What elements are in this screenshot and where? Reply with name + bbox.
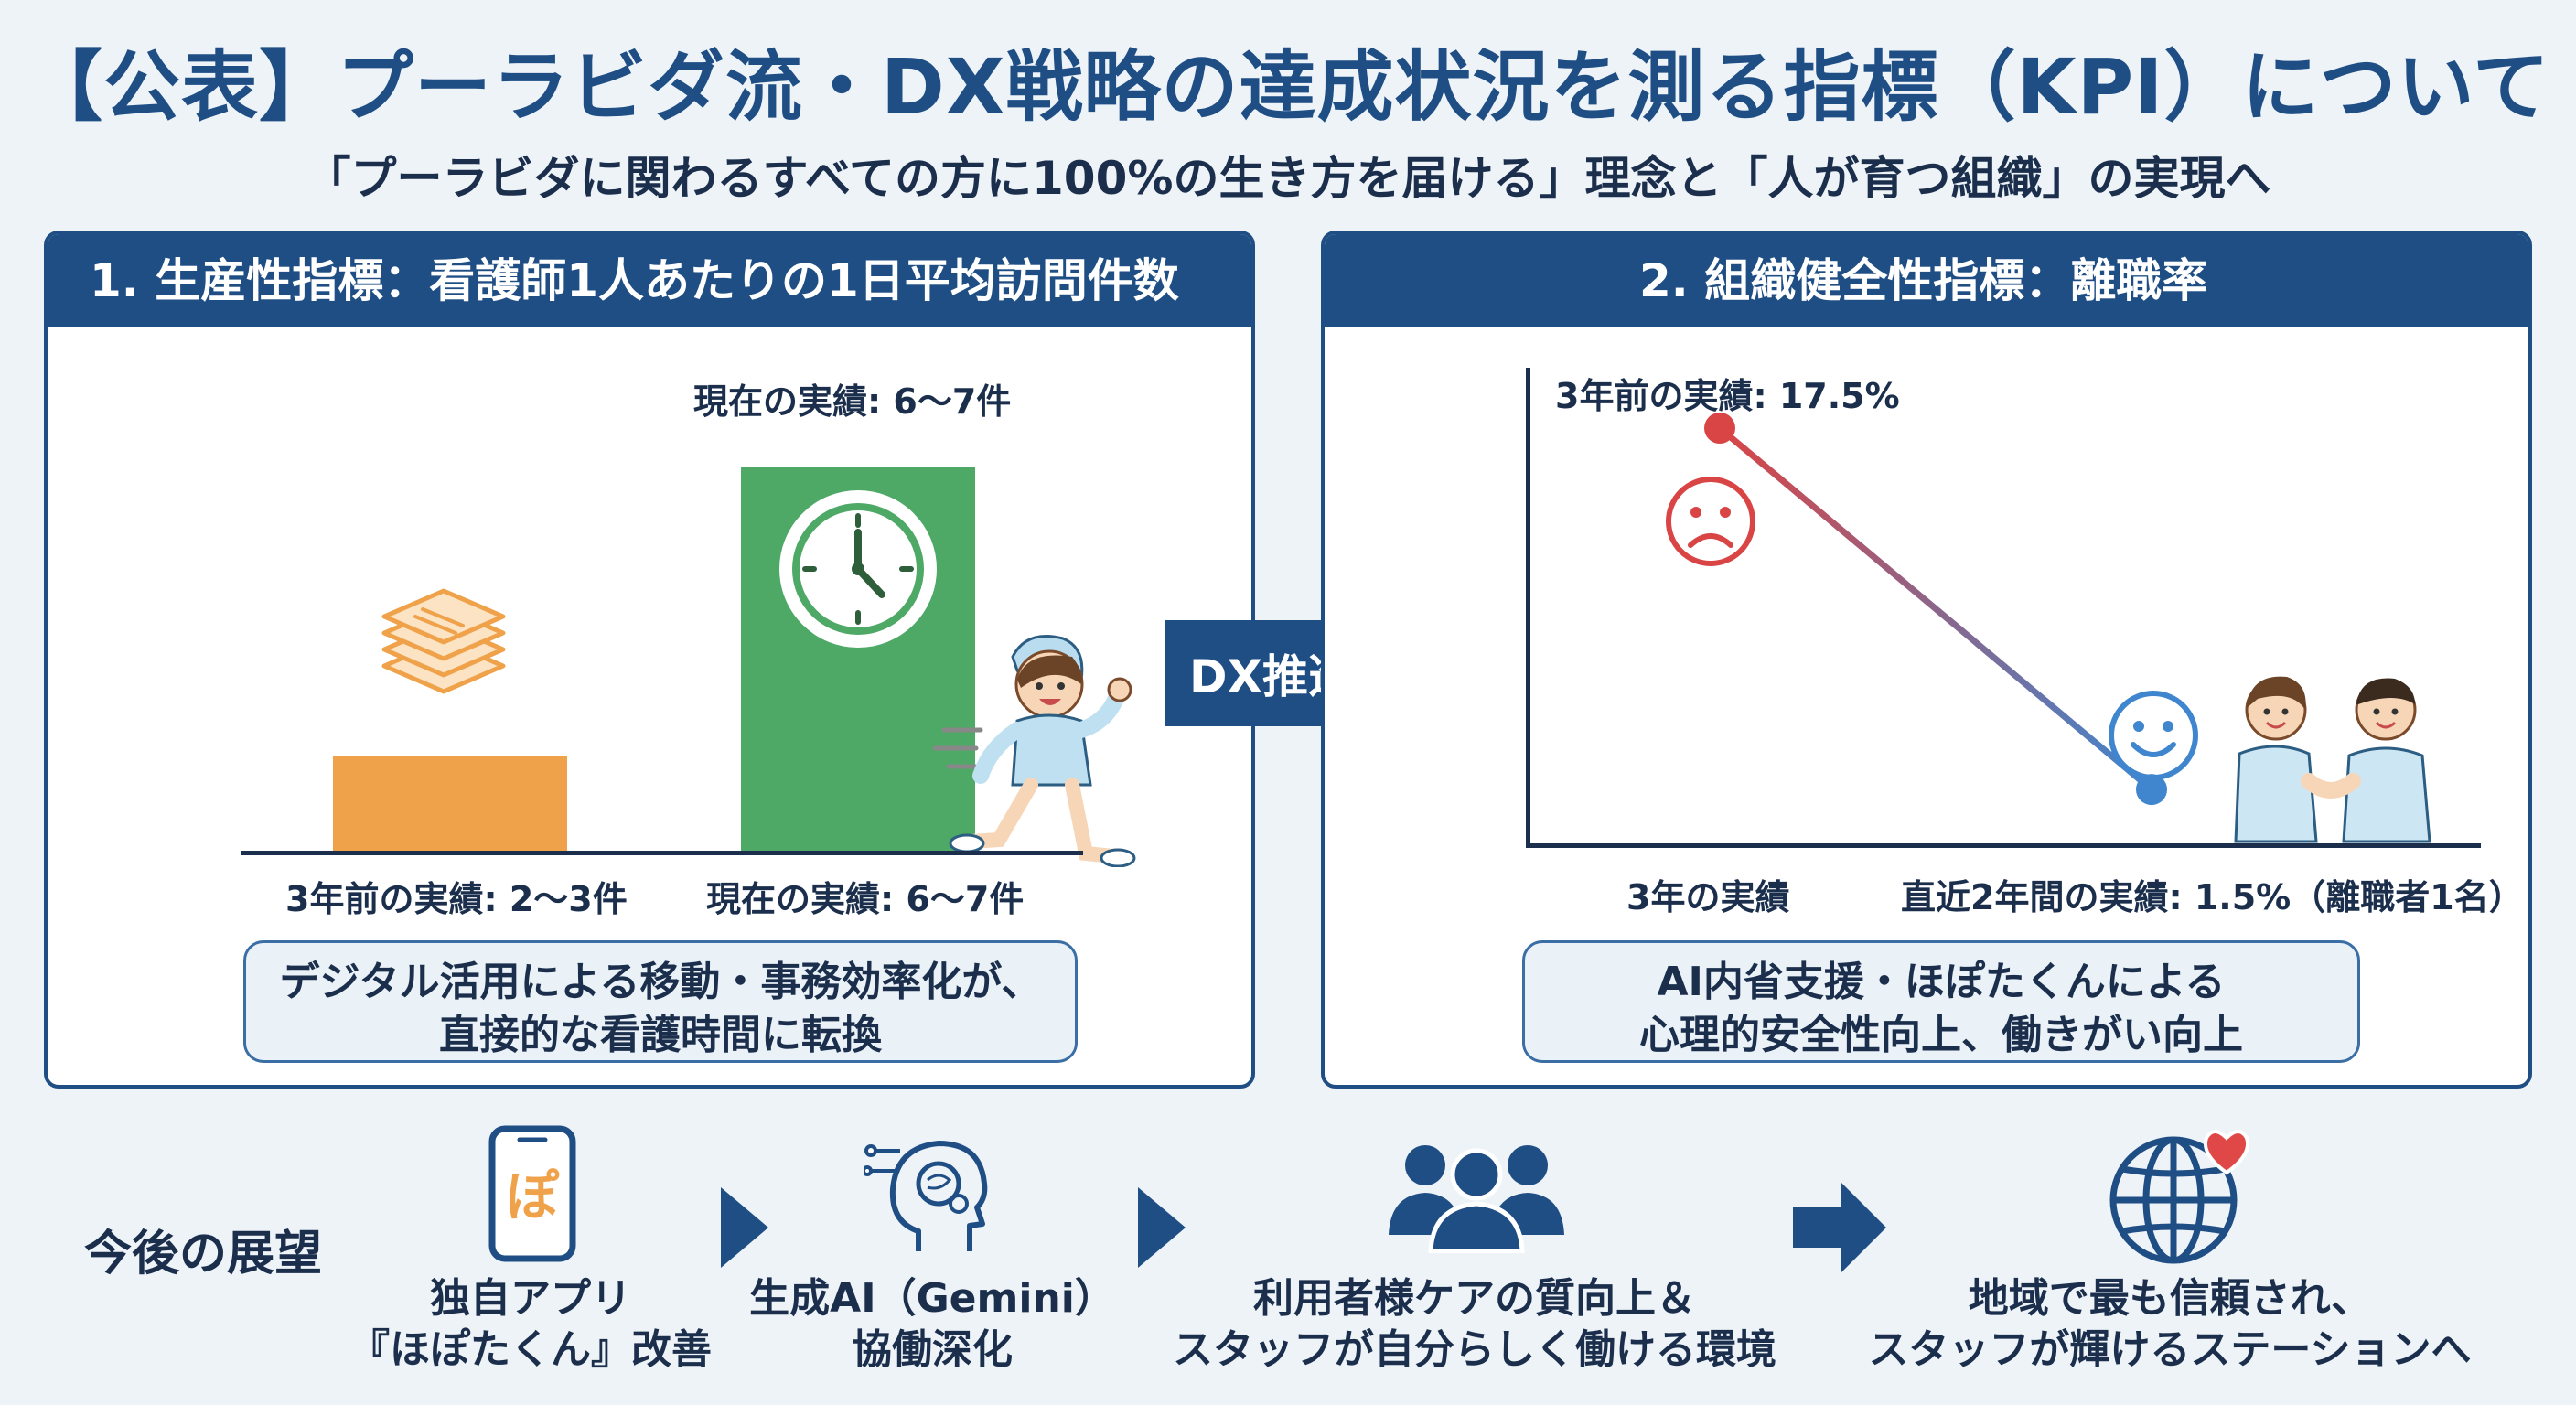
step-station-line1: 地域で最も信頼され、 [1968,1275,2372,1322]
retention-trend-line [1717,425,2154,792]
page-title: 【公表】プーラビダ流・DX戦略の達成状況を測る指標（KPI）について [26,42,2550,132]
step-care-line1: 利用者様ケアの質向上＆ [1253,1275,1696,1322]
step-app: 独自アプリ 『ほぽたくん』改善 [302,1273,759,1376]
step-app-line2: 『ほぽたくん』改善 [349,1326,712,1373]
y-axis [1526,368,1530,847]
past-visits-label: 3年前の実績: 2〜3件 [285,879,628,919]
globe-heart-icon [2109,1130,2249,1264]
smartphone-app-icon: ぽ [488,1125,576,1262]
retention-panel: 2. 組織健全性指標：離職率 3年前の実績: 17.5% [1321,231,2532,1089]
retention-panel-title: 2. 組織健全性指標：離職率 [1325,234,2528,327]
retention-line-chart [1704,413,2167,806]
retention-start-point [1704,413,1735,444]
step-station-line2: スタッフが輝けるステーションへ [1868,1326,2472,1373]
page-subtitle: 「プーラビダに関わるすべての方に100%の生き方を届ける」理念と「人が育つ組織」… [305,152,2271,205]
step-ai-line2: 協働深化 [852,1326,1013,1373]
step-app-line1: 独自アプリ [430,1275,631,1322]
people-group-icon [1389,1145,1564,1253]
x-label-start: 3年の実績 [1626,877,1790,917]
retention-end-point [2136,774,2167,806]
past-visits-bar [333,756,567,851]
productivity-note-line1: デジタル活用による移動・事務効率化が、 [279,959,1042,1005]
productivity-panel: 1. 生産性指標：看護師1人あたりの1日平均訪問件数 現在の実績: 6〜7件 [44,231,1255,1089]
step-arrow-icon [721,1187,768,1268]
clock-icon [779,490,937,648]
handshake-staff-icon [2234,676,2431,843]
step-ai-line1: 生成AI（Gemini） [749,1275,1115,1322]
step-arrow-icon [1793,1182,1886,1273]
outlook-title: 今後の展望 [84,1227,323,1282]
x-label-end: 直近2年間の実績: 1.5%（離職者1名） [1901,877,2524,917]
retention-note-line1: AI内省支援・ほぽたくんによる [1657,959,2226,1005]
document-stack-icon [381,588,506,694]
chart-baseline [242,851,1083,855]
current-visits-label: 現在の実績: 6〜7件 [706,879,1025,919]
app-glyph: ぽ [506,1165,560,1228]
x-axis [1526,843,2481,848]
step-care-line2: スタッフが自分らしく働ける環境 [1173,1326,1776,1373]
step-ai: 生成AI（Gemini） 協働深化 [717,1273,1147,1376]
retention-note-line2: 心理的安全性向上、働きがい向上 [1639,1012,2243,1058]
start-rate-label: 3年前の実績: 17.5% [1555,376,1900,416]
current-top-label: 現在の実績: 6〜7件 [693,381,1012,422]
productivity-note-line2: 直接的な看護時間に転換 [439,1012,882,1058]
step-station: 地域で最も信頼され、 スタッフが輝けるステーションへ [1850,1273,2490,1376]
smile-face-icon [2109,691,2198,780]
step-arrow-icon [1138,1187,1186,1268]
sad-face-icon [1666,477,1755,566]
productivity-note: デジタル活用による移動・事務効率化が、 直接的な看護時間に転換 [243,940,1078,1063]
productivity-panel-title: 1. 生産性指標：看護師1人あたりの1日平均訪問件数 [48,234,1251,327]
running-nurse-icon [932,635,1136,867]
retention-note: AI内省支援・ほぽたくんによる 心理的安全性向上、働きがい向上 [1522,940,2360,1063]
step-care: 利用者様ケアの質向上＆ スタッフが自分らしく働ける環境 [1154,1273,1795,1376]
ai-brain-icon [864,1141,988,1251]
